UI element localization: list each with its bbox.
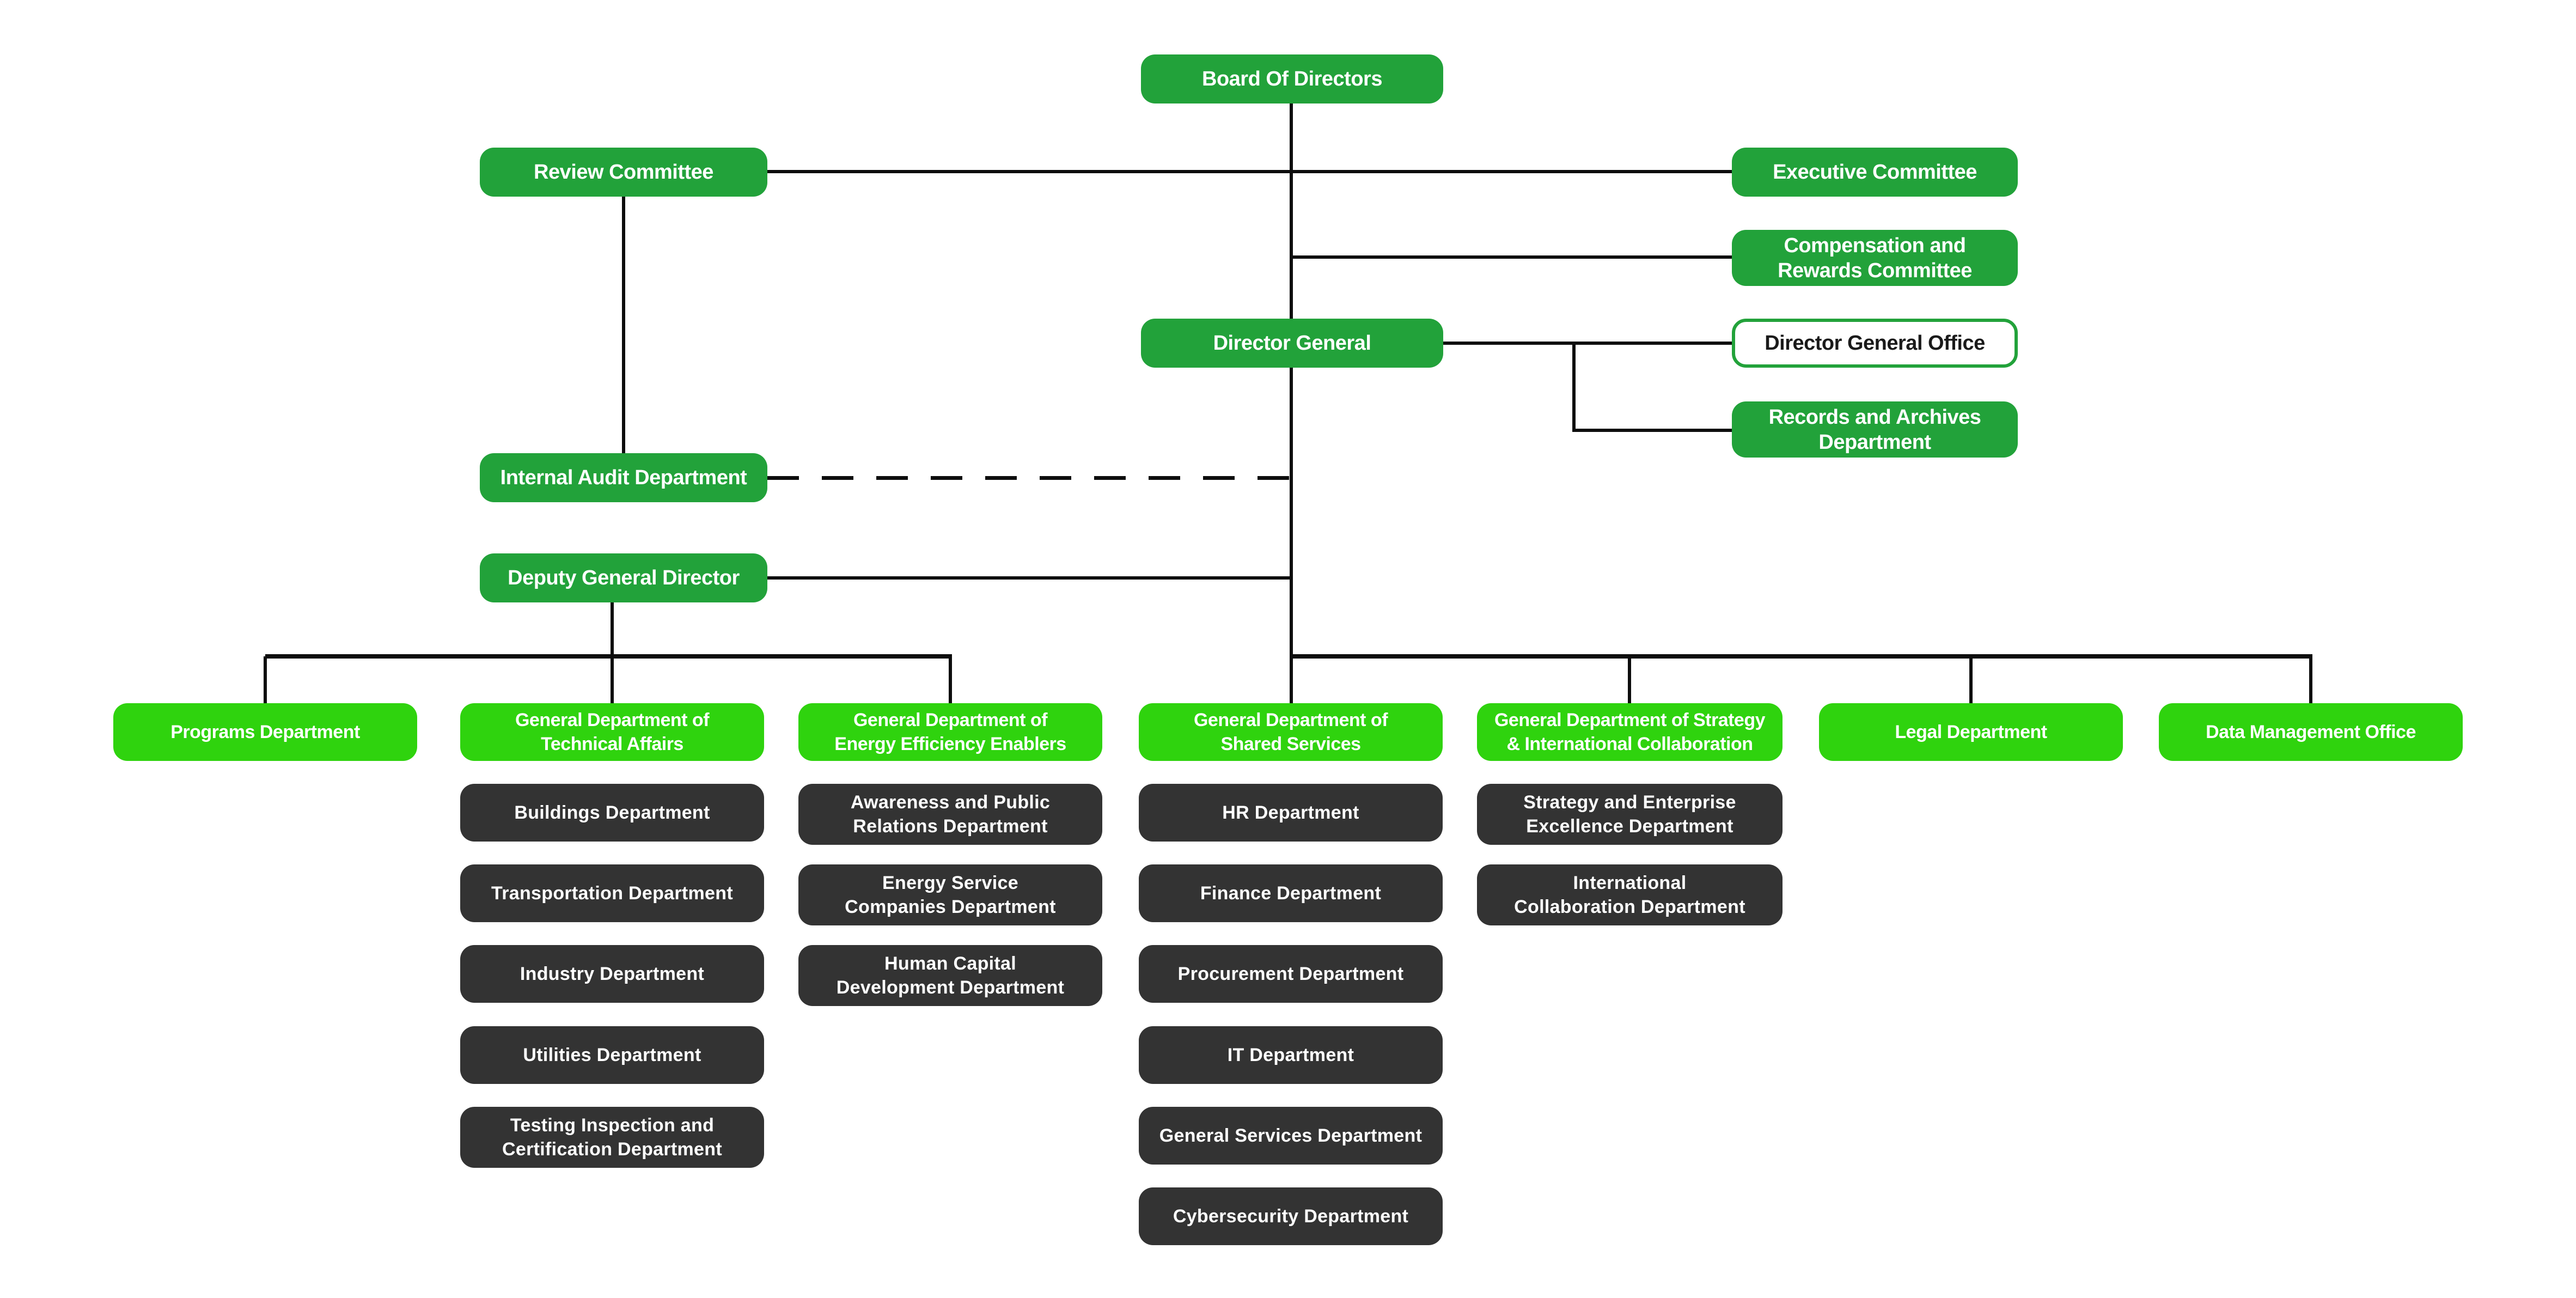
node-general-services-department: General Services Department	[1139, 1107, 1443, 1165]
node-label: Board Of Directors	[1202, 68, 1382, 90]
node-executive-committee: Executive Committee	[1732, 148, 2018, 197]
node-label: Director General	[1213, 332, 1371, 355]
connector-right-bus	[1291, 654, 2312, 659]
node-general-department-shared-services: General Department of Shared Services	[1139, 703, 1443, 761]
node-finance-department: Finance Department	[1139, 864, 1443, 922]
node-label: Transportation Department	[491, 883, 733, 904]
node-transportation-department: Transportation Department	[460, 864, 764, 922]
connector-internal-audit-dashed	[767, 476, 1291, 480]
connector-deputy-to-technical-affairs	[611, 602, 614, 703]
node-strategy-enterprise-excellence-department: Strategy and Enterprise Excellence Depar…	[1477, 784, 1783, 845]
connector-drop-strategy	[1628, 656, 1631, 703]
node-legal-department: Legal Department	[1819, 703, 2123, 761]
node-internal-audit-department: Internal Audit Department	[480, 453, 767, 502]
node-deputy-general-director: Deputy General Director	[480, 553, 767, 602]
node-industry-department: Industry Department	[460, 945, 764, 1003]
node-label: General Department of Shared Services	[1193, 710, 1388, 754]
node-director-general: Director General	[1141, 319, 1443, 368]
connector-drop-programs	[264, 656, 267, 703]
connector-trunk-to-compensation	[1290, 255, 1732, 259]
connector-left-bus	[265, 654, 952, 659]
node-review-committee: Review Committee	[480, 148, 767, 197]
connector-drop-data-management	[2309, 656, 2312, 703]
connector-records-horizontal	[1572, 429, 1732, 432]
node-utilities-department: Utilities Department	[460, 1026, 764, 1084]
node-label: Awareness and Public Relations Departmen…	[850, 792, 1051, 837]
node-label: Review Committee	[534, 161, 713, 184]
node-label: IT Department	[1227, 1045, 1354, 1065]
node-label: Legal Department	[1895, 722, 2047, 742]
node-label: Programs Department	[170, 722, 360, 742]
node-general-department-technical-affairs: General Department of Technical Affairs	[460, 703, 764, 761]
node-label: Compensation and Rewards Committee	[1778, 234, 1972, 282]
node-general-department-strategy-international-collaboration: General Department of Strategy & Interna…	[1477, 703, 1783, 761]
connector-dg-to-dg-office	[1443, 342, 1732, 345]
connector-board-to-director-general	[1290, 101, 1293, 320]
node-testing-inspection-certification-department: Testing Inspection and Certification Dep…	[460, 1107, 764, 1168]
node-label: Procurement Department	[1177, 964, 1404, 984]
node-board-of-directors: Board Of Directors	[1141, 54, 1443, 103]
connector-deputy-to-trunk	[767, 576, 1291, 580]
node-label: Testing Inspection and Certification Dep…	[502, 1115, 722, 1160]
node-general-department-energy-efficiency-enablers: General Department of Energy Efficiency …	[798, 703, 1102, 761]
node-label: Human Capital Development Department	[836, 953, 1065, 998]
node-label: General Services Department	[1159, 1125, 1423, 1146]
node-human-capital-development-department: Human Capital Development Department	[798, 945, 1102, 1006]
node-international-collaboration-department: International Collaboration Department	[1477, 864, 1783, 925]
node-label: International Collaboration Department	[1514, 873, 1745, 917]
node-hr-department: HR Department	[1139, 784, 1443, 842]
node-cybersecurity-department: Cybersecurity Department	[1139, 1187, 1443, 1245]
node-label: General Department of Energy Efficiency …	[834, 710, 1066, 754]
node-buildings-department: Buildings Department	[460, 784, 764, 842]
node-label: Records and Archives Department	[1768, 405, 1981, 454]
node-compensation-rewards-committee: Compensation and Rewards Committee	[1732, 230, 2018, 286]
node-label: Cybersecurity Department	[1173, 1206, 1409, 1227]
node-programs-department: Programs Department	[113, 703, 417, 761]
node-label: General Department of Technical Affairs	[515, 710, 710, 754]
node-awareness-public-relations-department: Awareness and Public Relations Departmen…	[798, 784, 1102, 845]
node-label: Strategy and Enterprise Excellence Depar…	[1523, 792, 1736, 837]
node-label: Deputy General Director	[508, 566, 740, 589]
node-label: HR Department	[1222, 802, 1359, 823]
node-director-general-office: Director General Office	[1732, 319, 2018, 368]
node-label: Finance Department	[1200, 883, 1382, 904]
node-label: Industry Department	[520, 964, 705, 984]
connector-drop-legal	[1969, 656, 1973, 703]
node-procurement-department: Procurement Department	[1139, 945, 1443, 1003]
node-label: Buildings Department	[514, 802, 710, 823]
node-energy-service-companies-department: Energy Service Companies Department	[798, 864, 1102, 925]
connector-review-to-executive	[767, 170, 1732, 173]
node-label: Director General Office	[1765, 332, 1985, 355]
node-label: Energy Service Companies Department	[845, 873, 1056, 917]
node-label: Utilities Department	[523, 1045, 701, 1065]
connector-branch-to-records	[1572, 342, 1576, 432]
node-label: Executive Committee	[1773, 161, 1977, 184]
connector-dg-to-shared-services	[1290, 368, 1293, 703]
connector-review-to-internal-audit	[622, 197, 625, 453]
connector-drop-energy-efficiency	[949, 656, 952, 703]
node-label: General Department of Strategy & Interna…	[1494, 710, 1766, 754]
node-label: Internal Audit Department	[500, 466, 747, 489]
node-it-department: IT Department	[1139, 1026, 1443, 1084]
node-label: Data Management Office	[2206, 722, 2416, 742]
node-data-management-office: Data Management Office	[2159, 703, 2463, 761]
node-records-archives-department: Records and Archives Department	[1732, 401, 2018, 458]
